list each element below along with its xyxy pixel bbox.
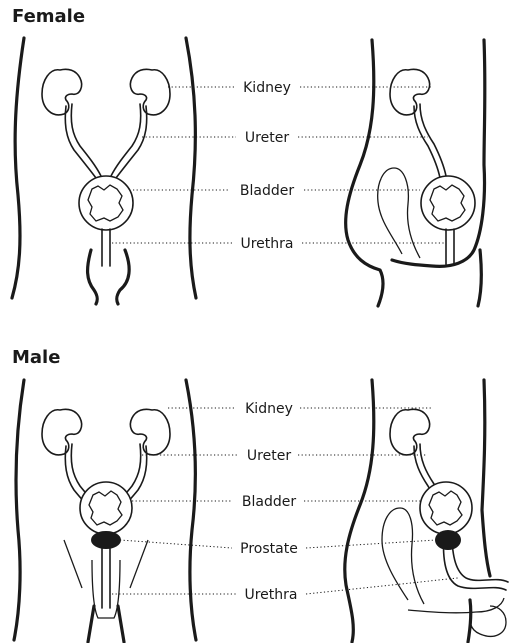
male-label-ureter: Ureter <box>247 448 291 464</box>
male-front-bladder <box>80 482 132 534</box>
male-label-urethra: Urethra <box>244 587 297 603</box>
female-front-view <box>12 38 196 304</box>
female-side-kidney <box>390 69 430 115</box>
male-front-view <box>14 380 196 642</box>
female-front-left-kidney <box>42 69 82 115</box>
female-side-view <box>346 40 485 306</box>
male-label-bladder: Bladder <box>242 494 296 510</box>
female-front-body-outline <box>12 38 196 304</box>
male-side-seminal-vesicle <box>382 508 424 604</box>
male-side-prostate <box>435 530 461 550</box>
female-front-ureters <box>65 104 146 178</box>
female-side-uterus <box>378 168 420 258</box>
female-front-bladder <box>79 176 133 230</box>
male-side-urethra-penis <box>408 534 508 636</box>
female-front-urethra <box>102 229 110 266</box>
male-side-bladder <box>420 482 472 534</box>
female-label-urethra: Urethra <box>240 236 293 252</box>
female-label-kidney: Kidney <box>243 80 291 96</box>
female-front-kidneys <box>42 69 170 115</box>
male-side-view <box>345 380 508 642</box>
male-front-kidneys <box>42 409 170 455</box>
male-label-prostate: Prostate <box>240 541 298 557</box>
female-label-bladder: Bladder <box>240 183 294 199</box>
female-label-ureter: Ureter <box>245 130 289 146</box>
male-front-prostate <box>91 531 121 549</box>
male-side-kidney <box>390 409 430 455</box>
female-side-bladder <box>421 176 475 230</box>
female-front-right-kidney <box>130 69 170 115</box>
female-side-ureter <box>414 104 446 178</box>
male-label-kidney: Kidney <box>245 401 293 417</box>
female-side-urethra <box>446 229 454 264</box>
